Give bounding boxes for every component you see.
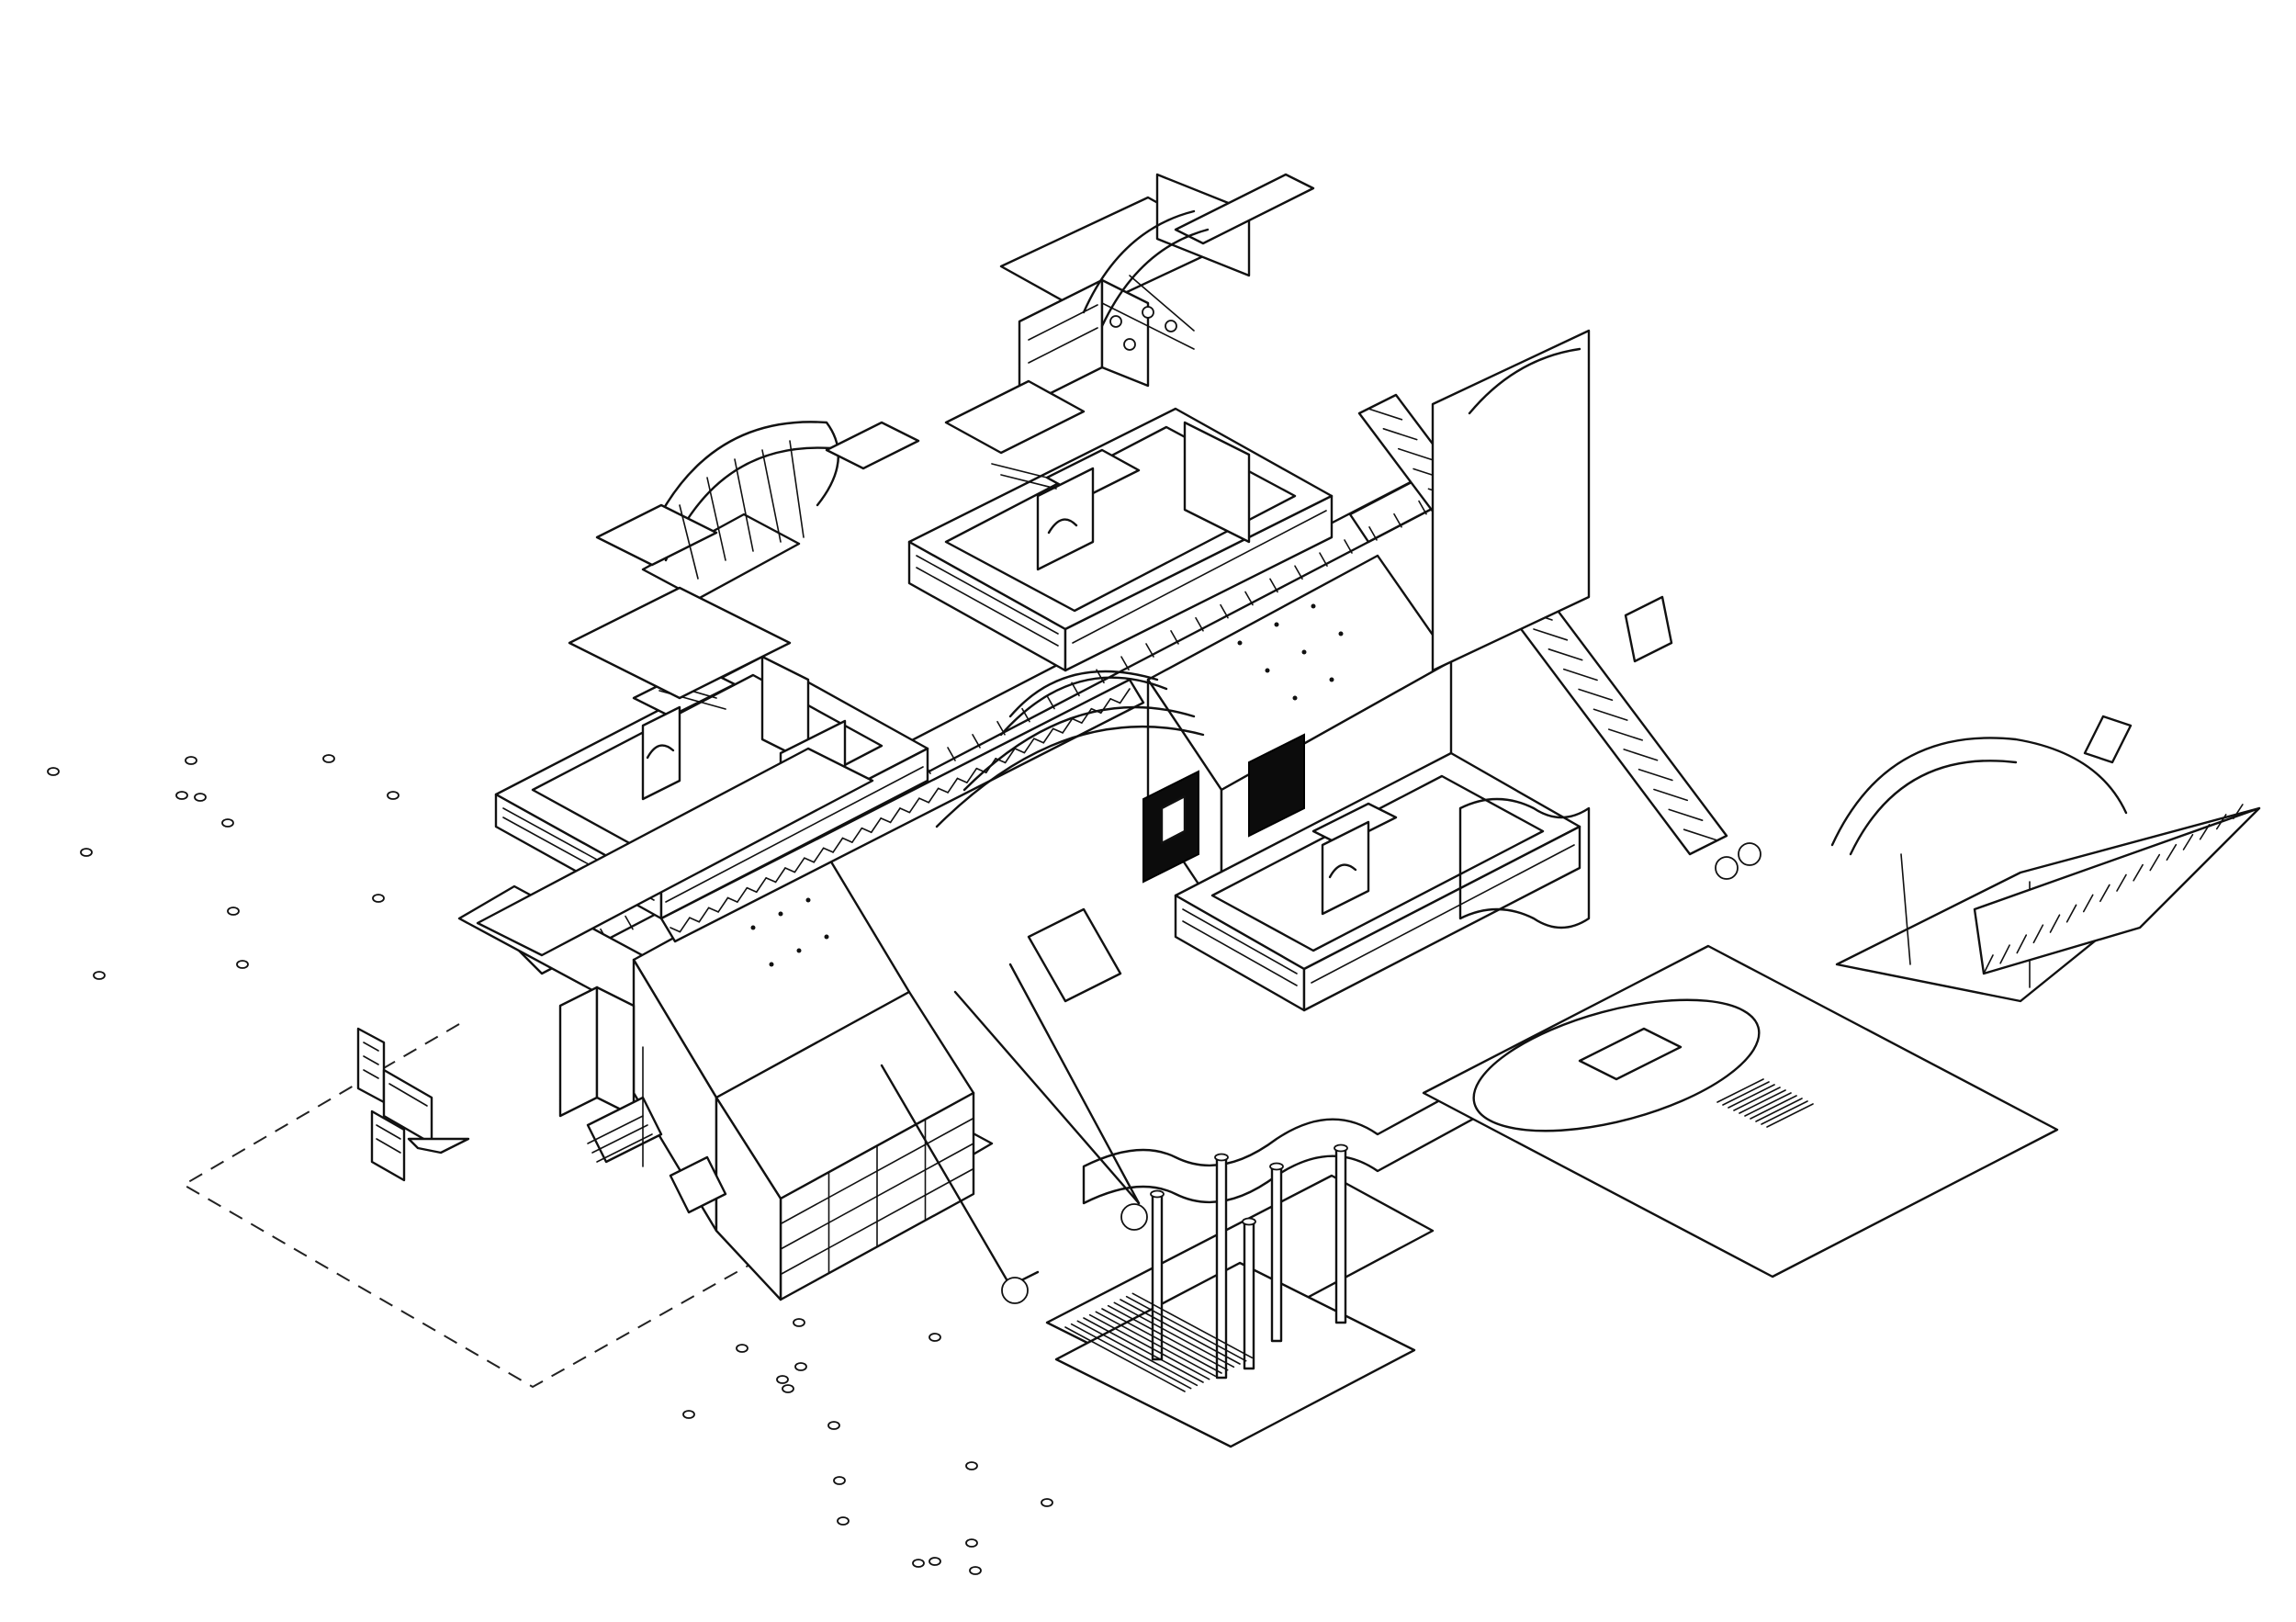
site-marker	[175, 791, 188, 800]
site-marker	[965, 1538, 978, 1548]
site-marker	[776, 1375, 789, 1384]
site-marker	[227, 907, 240, 916]
site-marker	[782, 1384, 794, 1393]
site-marker	[1041, 1498, 1053, 1507]
front-building	[457, 747, 994, 1301]
site-marker	[929, 1557, 941, 1566]
floor-plate-columns	[1045, 1143, 1435, 1448]
roof-dot	[1237, 640, 1243, 646]
roof-dot	[824, 934, 829, 940]
roof-dot	[796, 948, 802, 953]
site-markers	[47, 754, 1053, 1575]
roof-dot	[750, 925, 756, 930]
site-marker	[194, 793, 207, 802]
site-marker	[47, 767, 60, 776]
site-marker	[221, 818, 234, 828]
site-marker	[185, 756, 197, 765]
site-marker	[912, 1559, 925, 1568]
column	[1243, 1220, 1255, 1370]
roof-dot	[1292, 695, 1298, 701]
roof-dot	[1274, 622, 1279, 627]
roof-module-top	[944, 173, 1315, 455]
roof-dot	[805, 897, 811, 903]
main-roof-volume	[1142, 554, 1453, 920]
site-marker	[372, 894, 385, 903]
site-marker	[793, 1318, 805, 1327]
column	[1334, 1146, 1347, 1324]
column-cap	[1242, 1217, 1256, 1226]
roof-module-vault	[568, 421, 920, 700]
site-marker	[837, 1516, 850, 1526]
column-cap	[1269, 1162, 1284, 1171]
site-marker	[387, 791, 400, 800]
site-marker	[322, 754, 335, 763]
roof-dot	[1329, 677, 1334, 682]
site-marker	[682, 1410, 695, 1419]
site-marker	[794, 1362, 807, 1371]
site-marker	[969, 1566, 982, 1575]
dome-module-right	[1830, 715, 2261, 1003]
pavilion-upper-center	[907, 407, 1334, 672]
site-marker	[827, 1421, 840, 1430]
column-cap	[1214, 1153, 1229, 1162]
column	[1270, 1165, 1283, 1343]
trestle-legs	[880, 907, 1148, 1304]
site-marker	[929, 1333, 941, 1342]
site-marker	[80, 848, 93, 857]
site-marker	[965, 1461, 978, 1470]
floor-plate-oval	[1422, 944, 2059, 1278]
pavilion-lower-right	[1174, 751, 1591, 1012]
roof-dot	[1265, 668, 1270, 673]
site-marker	[736, 1344, 748, 1353]
column-cap	[1334, 1143, 1348, 1153]
site-marker	[833, 1476, 846, 1485]
column	[1215, 1155, 1228, 1380]
column-cap	[1150, 1189, 1165, 1199]
truss-arms	[659, 670, 1205, 943]
roof-dot	[1311, 603, 1316, 609]
roof-dot	[769, 962, 774, 967]
site-footprint-dashed	[182, 1023, 827, 1389]
roof-dot	[1301, 649, 1307, 655]
roof-dot	[1338, 631, 1344, 636]
roof-dot	[778, 911, 783, 917]
exploded-frame-component	[356, 1027, 470, 1182]
site-marker	[93, 971, 106, 980]
crane-arm	[1357, 329, 1761, 880]
site-marker	[236, 960, 249, 969]
